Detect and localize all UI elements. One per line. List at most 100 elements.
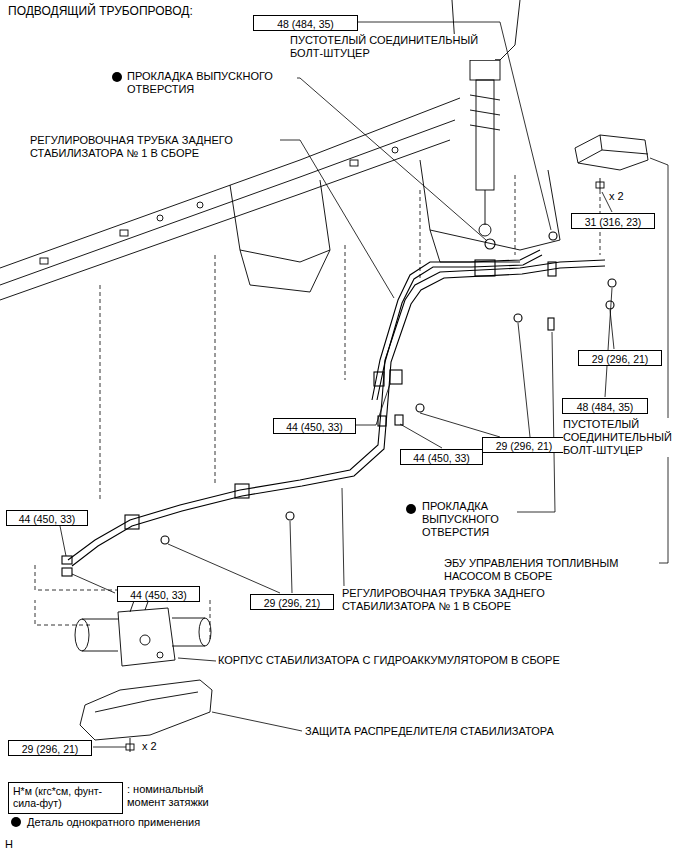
leader-line <box>72 574 115 593</box>
stabilizer-pipe <box>416 404 424 412</box>
stabilizer-pipe <box>548 318 554 330</box>
torque-box: 29 (296, 21) <box>578 350 662 366</box>
vehicle-frame <box>120 230 128 236</box>
vehicle-frame <box>157 215 163 221</box>
mounting-guide-line <box>215 255 216 485</box>
stabilizer-pipe <box>235 484 249 498</box>
torque-box: 29 (296, 21) <box>482 437 566 453</box>
vehicle-frame <box>420 160 560 250</box>
torque-value: 44 (450, 33) <box>130 589 187 601</box>
part-label: ПУСТОТЕЛЫЙ СОЕДИНИТЕЛЬНЫЙ БОЛТ-ШТУЦЕР <box>563 418 681 457</box>
torque-unit-box: Н*м (кгс*см, фунт-сила-фут) <box>8 782 123 814</box>
stabilizer-pipe <box>378 416 386 426</box>
distributor-guard <box>80 680 212 752</box>
stabilizer-body <box>82 619 118 620</box>
stabilizer-body <box>157 652 163 658</box>
leader-line <box>278 140 394 298</box>
stabilizer-body <box>199 618 211 646</box>
single-use-mark <box>406 504 416 514</box>
stabilizer-pipe <box>395 415 403 425</box>
stabilizer-pipe <box>377 255 542 400</box>
single-use-mark <box>112 72 122 82</box>
part-label: ПРОКЛАДКА ВЫПУСКНОГО ОТВЕРСТИЯ <box>422 500 517 539</box>
stabilizer-pipe <box>125 515 139 529</box>
diagram-title: ПОДВОДЯЩИЙ ТРУБОПРОВОД: <box>8 4 193 19</box>
stabilizer-pipe <box>62 568 72 576</box>
page-mark: H <box>5 838 13 851</box>
part-label: ПУСТОТЕЛЫЙ СОЕДИНИТЕЛЬНЫЙ БОЛТ-ШТУЦЕР <box>290 34 495 60</box>
torque-value: 48 (484, 35) <box>577 401 634 413</box>
mounting-guide-line <box>210 600 211 640</box>
stabilizer-body <box>75 619 89 651</box>
vehicle-frame <box>230 180 330 262</box>
stabilizer-pipe <box>514 314 522 322</box>
stabilizer-pipe <box>62 232 616 576</box>
quantity-label: x 2 <box>142 740 157 753</box>
leader-line <box>272 78 486 240</box>
leader-line <box>212 712 302 731</box>
shock-absorber <box>470 125 500 130</box>
stabilizer-pipe <box>161 536 169 544</box>
mounting-guide-line <box>345 245 346 380</box>
shock-absorber <box>485 190 486 225</box>
vehicle-frame <box>40 258 48 264</box>
distributor-guard <box>95 692 198 712</box>
part-label: РЕГУЛИРОВОЧНАЯ ТРУБКА ЗАДНЕГО СТАБИЛИЗАТ… <box>30 134 280 160</box>
shock-absorber <box>470 110 500 115</box>
mounting-guide-line <box>515 175 516 255</box>
stabilizer-body <box>172 618 205 619</box>
torque-value: 29 (296, 21) <box>592 353 649 365</box>
stabilizer-body <box>82 651 118 652</box>
stabilizer-pipe <box>68 260 605 560</box>
stabilizer-body <box>140 635 150 645</box>
leader-line <box>60 526 66 556</box>
fuel-pump-ecu <box>596 182 604 188</box>
stabilizer-pipe <box>72 266 605 566</box>
torque-value: 44 (450, 33) <box>413 452 470 464</box>
torque-value: 44 (450, 33) <box>286 421 343 433</box>
vehicle-frame <box>0 120 455 285</box>
fuel-pump-ecu <box>575 135 648 190</box>
torque-value: 44 (450, 33) <box>19 513 76 525</box>
vehicle-frame <box>0 140 450 300</box>
leader-line <box>400 424 442 448</box>
torque-value: 29 (296, 21) <box>496 440 553 452</box>
leader-line <box>342 488 344 586</box>
stabilizer-pipe <box>475 260 495 276</box>
part-label: ЭБУ УПРАВЛЕНИЯ ТОПЛИВНЫМ НАСОСОМ В СБОРЕ <box>444 557 659 583</box>
distributor-guard <box>80 680 212 740</box>
stabilizer-pipe <box>374 372 384 386</box>
legend-text: Деталь однократного применения <box>27 816 200 829</box>
stabilizer-pipe <box>548 262 556 276</box>
stabilizer-body <box>172 646 205 647</box>
stabilizer-pipe <box>390 370 402 384</box>
torque-box: 48 (484, 35) <box>562 398 648 414</box>
leader-line <box>508 332 555 512</box>
torque-box: 31 (316, 23) <box>571 213 655 229</box>
legend-text: : номинальный момент затяжки <box>127 783 227 809</box>
torque-value: 31 (316, 23) <box>585 216 642 228</box>
stabilizer-pipe <box>372 250 540 400</box>
vehicle-frame <box>430 230 520 262</box>
leader-line <box>93 747 126 748</box>
torque-box: 48 (484, 35) <box>253 15 358 31</box>
part-label: ПРОКЛАДКА ВЫПУСКНОГО ОТВЕРСТИЯ <box>127 70 297 96</box>
torque-box: 29 (296, 21) <box>250 594 334 610</box>
stabilizer-pipe <box>485 239 495 249</box>
stabilizer-pipe <box>62 556 72 564</box>
fuel-pump-ecu <box>578 150 602 163</box>
single-use-mark <box>11 817 21 827</box>
torque-box: 44 (450, 33) <box>6 510 88 526</box>
single-use-mark <box>11 72 416 827</box>
stabilizer-pipe <box>606 301 614 309</box>
shock-absorber <box>479 224 491 236</box>
torque-value: 48 (484, 35) <box>277 18 334 30</box>
vehicle-frame <box>240 250 330 292</box>
mounting-guide-line <box>35 600 90 625</box>
leader-line <box>60 22 668 747</box>
part-label: РЕГУЛИРОВОЧНАЯ ТРУБКА ЗАДНЕГО СТАБИЛИЗАТ… <box>342 587 587 613</box>
stabilizer-pipe <box>608 279 616 287</box>
vehicle-frame <box>197 202 203 208</box>
stabilizer-pipe <box>549 232 557 240</box>
leader-line <box>356 384 390 425</box>
